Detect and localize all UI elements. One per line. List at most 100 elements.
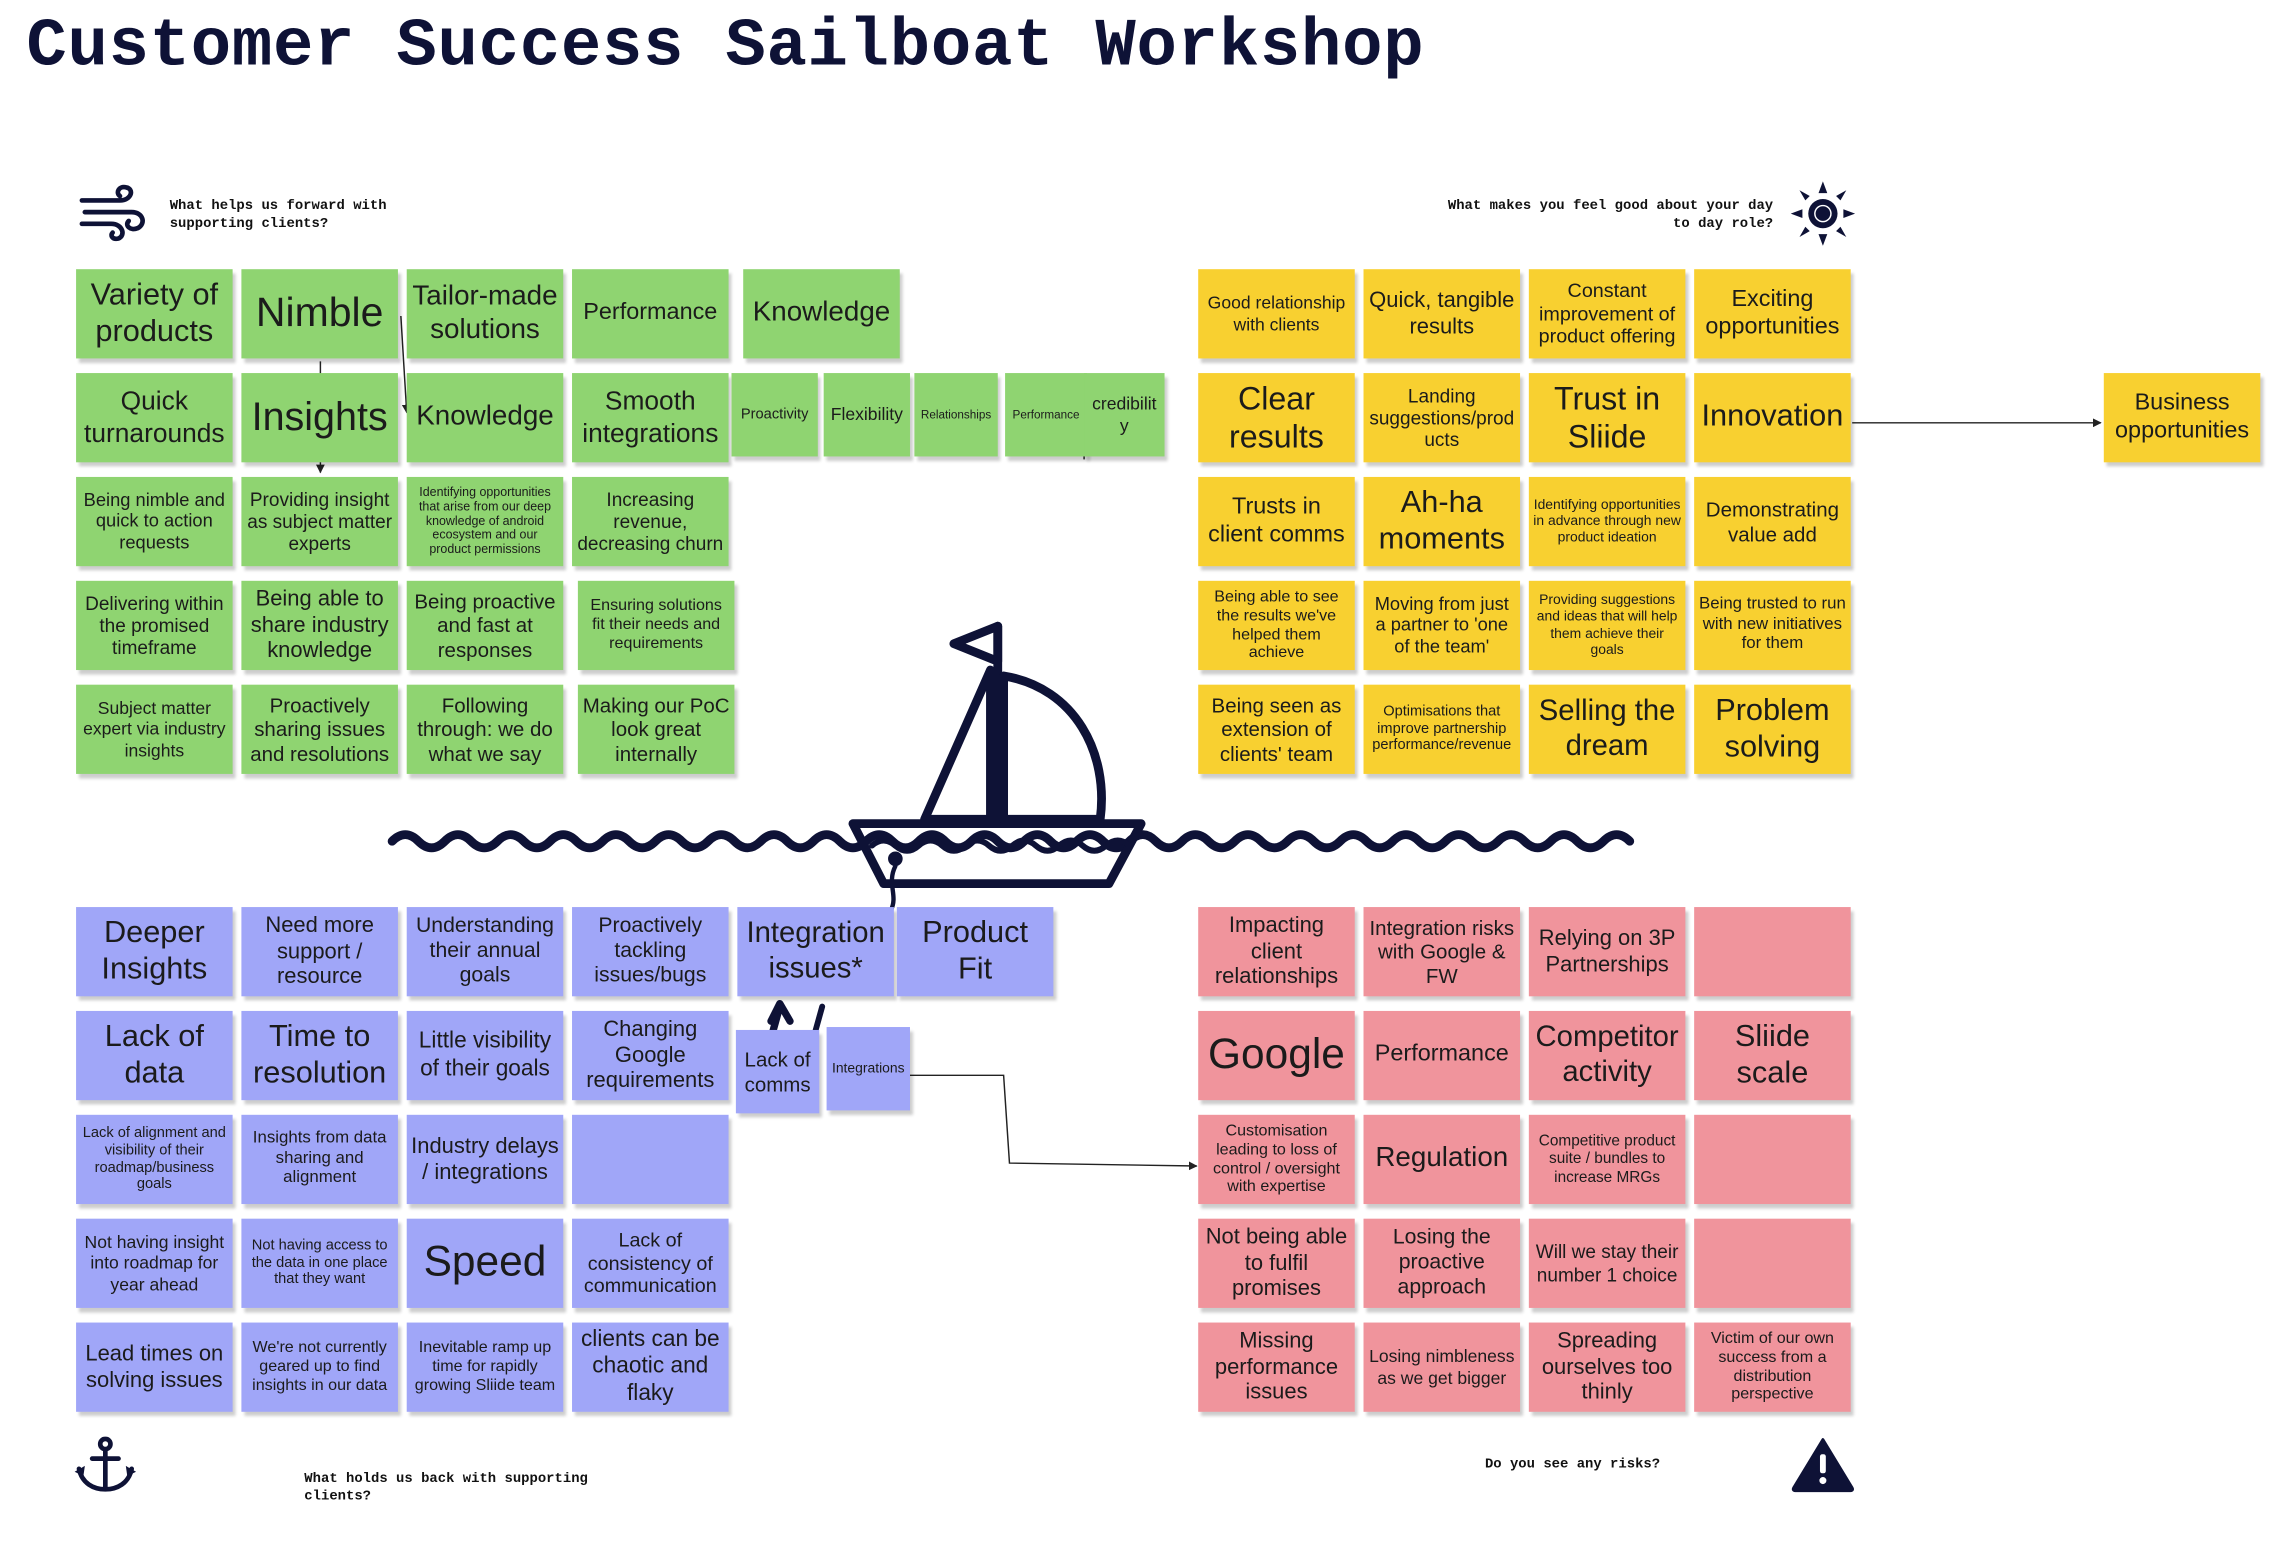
sticky-note[interactable]: Proactivity bbox=[731, 373, 818, 457]
sticky-note[interactable]: Being able to see the results we've help… bbox=[1198, 580, 1355, 671]
risk-prompt: Do you see any risks? bbox=[1484, 1455, 1661, 1472]
sticky-note[interactable]: Victim of our own success from a distrib… bbox=[1694, 1322, 1851, 1412]
sticky-note[interactable]: Optimisations that improve partnership p… bbox=[1363, 684, 1521, 774]
sticky-note[interactable]: Subject matter expert via industry insig… bbox=[76, 684, 233, 774]
sticky-note[interactable]: Spreading ourselves too thinly bbox=[1528, 1322, 1686, 1412]
sticky-note[interactable]: Trust in Sliide bbox=[1528, 373, 1686, 463]
sticky-note[interactable]: Impacting client relationships bbox=[1198, 907, 1355, 997]
sticky-note[interactable]: Industry delays / integrations bbox=[406, 1114, 564, 1205]
sticky-note[interactable]: Competitor activity bbox=[1528, 1010, 1686, 1101]
sticky-note[interactable]: Proactively sharing issues and resolutio… bbox=[241, 684, 398, 774]
sticky-note[interactable]: Competitive product suite / bundles to i… bbox=[1528, 1114, 1686, 1205]
sticky-note[interactable]: Losing the proactive approach bbox=[1363, 1218, 1521, 1308]
sticky-note[interactable]: Flexibility bbox=[823, 373, 910, 457]
sticky-note[interactable]: Moving from just a partner to 'one of th… bbox=[1363, 580, 1521, 671]
sticky-note[interactable]: Selling the dream bbox=[1528, 684, 1686, 774]
sticky-note[interactable]: Variety of products bbox=[76, 269, 233, 359]
waves-icon bbox=[387, 830, 1635, 853]
sticky-note[interactable]: Trusts in client comms bbox=[1198, 476, 1355, 567]
anchor-icon bbox=[74, 1436, 137, 1492]
sticky-note[interactable]: Not being able to fulfil promises bbox=[1198, 1218, 1355, 1308]
sticky-note[interactable]: Insights from data sharing and alignment bbox=[241, 1114, 398, 1205]
sticky-note[interactable]: Missing performance issues bbox=[1198, 1322, 1355, 1412]
sticky-note[interactable]: Performance bbox=[572, 269, 729, 359]
sticky-note[interactable]: Understanding their annual goals bbox=[406, 907, 564, 997]
sticky-note[interactable]: Speed bbox=[406, 1218, 564, 1308]
wind-prompt: What helps us forward with supporting cl… bbox=[169, 197, 387, 231]
sticky-note[interactable]: Providing insight as subject matter expe… bbox=[241, 476, 398, 567]
sticky-note[interactable]: Time to resolution bbox=[241, 1010, 398, 1101]
sticky-note[interactable]: Providing suggestions and ideas that wil… bbox=[1528, 580, 1686, 671]
sticky-note[interactable]: Lack of consistency of communication bbox=[572, 1218, 729, 1308]
sticky-note[interactable]: credibility bbox=[1084, 373, 1165, 457]
sticky-note[interactable] bbox=[1694, 907, 1851, 997]
sticky-note[interactable]: Proactively tackling issues/bugs bbox=[572, 907, 729, 997]
sun-prompt: What makes you feel good about your day … bbox=[1447, 197, 1774, 231]
sticky-note[interactable]: Being nimble and quick to action request… bbox=[76, 476, 233, 567]
sticky-note[interactable]: Losing nimbleness as we get bigger bbox=[1363, 1322, 1521, 1412]
sticky-note[interactable]: Customisation leading to loss of control… bbox=[1198, 1114, 1355, 1205]
sticky-note[interactable]: Nimble bbox=[241, 269, 398, 359]
sticky-note[interactable]: Constant improvement of product offering bbox=[1528, 269, 1686, 359]
sticky-note[interactable]: Being proactive and fast at responses bbox=[406, 580, 564, 671]
sticky-note[interactable]: Exciting opportunities bbox=[1694, 269, 1851, 359]
sticky-note[interactable]: Google bbox=[1198, 1010, 1355, 1101]
sticky-note[interactable]: Relying on 3P Partnerships bbox=[1528, 907, 1686, 997]
sticky-note[interactable]: Lack of alignment and visibility of thei… bbox=[76, 1114, 233, 1205]
sticky-note[interactable] bbox=[572, 1114, 729, 1205]
sticky-note[interactable]: Demonstrating value add bbox=[1694, 476, 1851, 567]
sticky-note[interactable]: Landing suggestions/products bbox=[1363, 373, 1521, 463]
sticky-note[interactable]: Ah-ha moments bbox=[1363, 476, 1521, 567]
sticky-note[interactable]: Lead times on solving issues bbox=[76, 1322, 233, 1412]
sticky-note[interactable]: Need more support / resource bbox=[241, 907, 398, 997]
sticky-note[interactable]: Integrations bbox=[826, 1027, 910, 1111]
sticky-note[interactable]: Not having access to the data in one pla… bbox=[241, 1218, 398, 1308]
sticky-note[interactable]: Little visibility of their goals bbox=[406, 1010, 564, 1101]
sticky-note[interactable]: Product Fit bbox=[896, 907, 1054, 997]
sticky-note[interactable]: Innovation bbox=[1694, 373, 1851, 463]
sticky-note[interactable]: Problem solving bbox=[1694, 684, 1851, 774]
sticky-note[interactable]: Lack of comms bbox=[735, 1029, 820, 1114]
sticky-note[interactable]: Being able to share industry knowledge bbox=[241, 580, 398, 671]
sticky-note[interactable]: Integration issues* bbox=[737, 907, 894, 997]
sticky-note[interactable]: Insights bbox=[241, 373, 398, 463]
sticky-note[interactable]: Knowledge bbox=[743, 269, 900, 359]
sticky-note[interactable]: Business opportunities bbox=[2103, 373, 2261, 463]
sticky-note[interactable]: Ensuring solutions fit their needs and r… bbox=[577, 580, 735, 671]
sticky-note[interactable]: Smooth integrations bbox=[572, 373, 729, 463]
sticky-note[interactable]: Regulation bbox=[1363, 1114, 1521, 1205]
sun-icon bbox=[1790, 181, 1856, 246]
sticky-note[interactable]: Not having insight into roadmap for year… bbox=[76, 1218, 233, 1308]
sticky-note[interactable]: Being trusted to run with new initiative… bbox=[1694, 580, 1851, 671]
sticky-note[interactable]: Performance bbox=[1363, 1010, 1521, 1101]
sticky-note[interactable]: clients can be chaotic and flaky bbox=[572, 1322, 729, 1412]
page-title: Customer Success Sailboat Workshop bbox=[26, 8, 1425, 85]
sticky-note[interactable]: Quick turnarounds bbox=[76, 373, 233, 463]
sticky-note[interactable]: Sliide scale bbox=[1694, 1010, 1851, 1101]
sticky-note[interactable]: Integration risks with Google & FW bbox=[1363, 907, 1521, 997]
sticky-note[interactable] bbox=[1694, 1218, 1851, 1308]
sticky-note[interactable]: Identifying opportunities in advance thr… bbox=[1528, 476, 1686, 567]
sticky-note[interactable]: Inevitable ramp up time for rapidly grow… bbox=[406, 1322, 564, 1412]
sticky-note[interactable]: Following through: we do what we say bbox=[406, 684, 564, 774]
sticky-note[interactable]: Will we stay their number 1 choice bbox=[1528, 1218, 1686, 1308]
sticky-note[interactable]: Quick, tangible results bbox=[1363, 269, 1521, 359]
sticky-note[interactable]: Performance bbox=[1005, 373, 1088, 457]
sticky-note[interactable]: Knowledge bbox=[406, 373, 564, 463]
sticky-note[interactable]: Relationships bbox=[914, 373, 998, 457]
sticky-note[interactable]: Increasing revenue, decreasing churn bbox=[572, 476, 729, 567]
sticky-note[interactable]: Tailor-made solutions bbox=[406, 269, 564, 359]
anchor-prompt: What holds us back with supporting clien… bbox=[304, 1470, 588, 1504]
sticky-note[interactable]: Identifying opportunities that arise fro… bbox=[406, 476, 564, 567]
sticky-note[interactable]: Being seen as extension of clients' team bbox=[1198, 684, 1355, 774]
sticky-note[interactable]: Clear results bbox=[1198, 373, 1355, 463]
sticky-note[interactable] bbox=[1694, 1114, 1851, 1205]
sticky-note[interactable]: Changing Google requirements bbox=[572, 1010, 729, 1101]
sticky-note[interactable]: Making our PoC look great internally bbox=[577, 684, 735, 774]
sticky-note[interactable]: We're not currently geared up to find in… bbox=[241, 1322, 398, 1412]
sticky-note[interactable]: Deeper Insights bbox=[76, 907, 233, 997]
sticky-note[interactable]: Delivering within the promised timeframe bbox=[76, 580, 233, 671]
sticky-note[interactable]: Good relationship with clients bbox=[1198, 269, 1355, 359]
sticky-note[interactable]: Lack of data bbox=[76, 1010, 233, 1101]
